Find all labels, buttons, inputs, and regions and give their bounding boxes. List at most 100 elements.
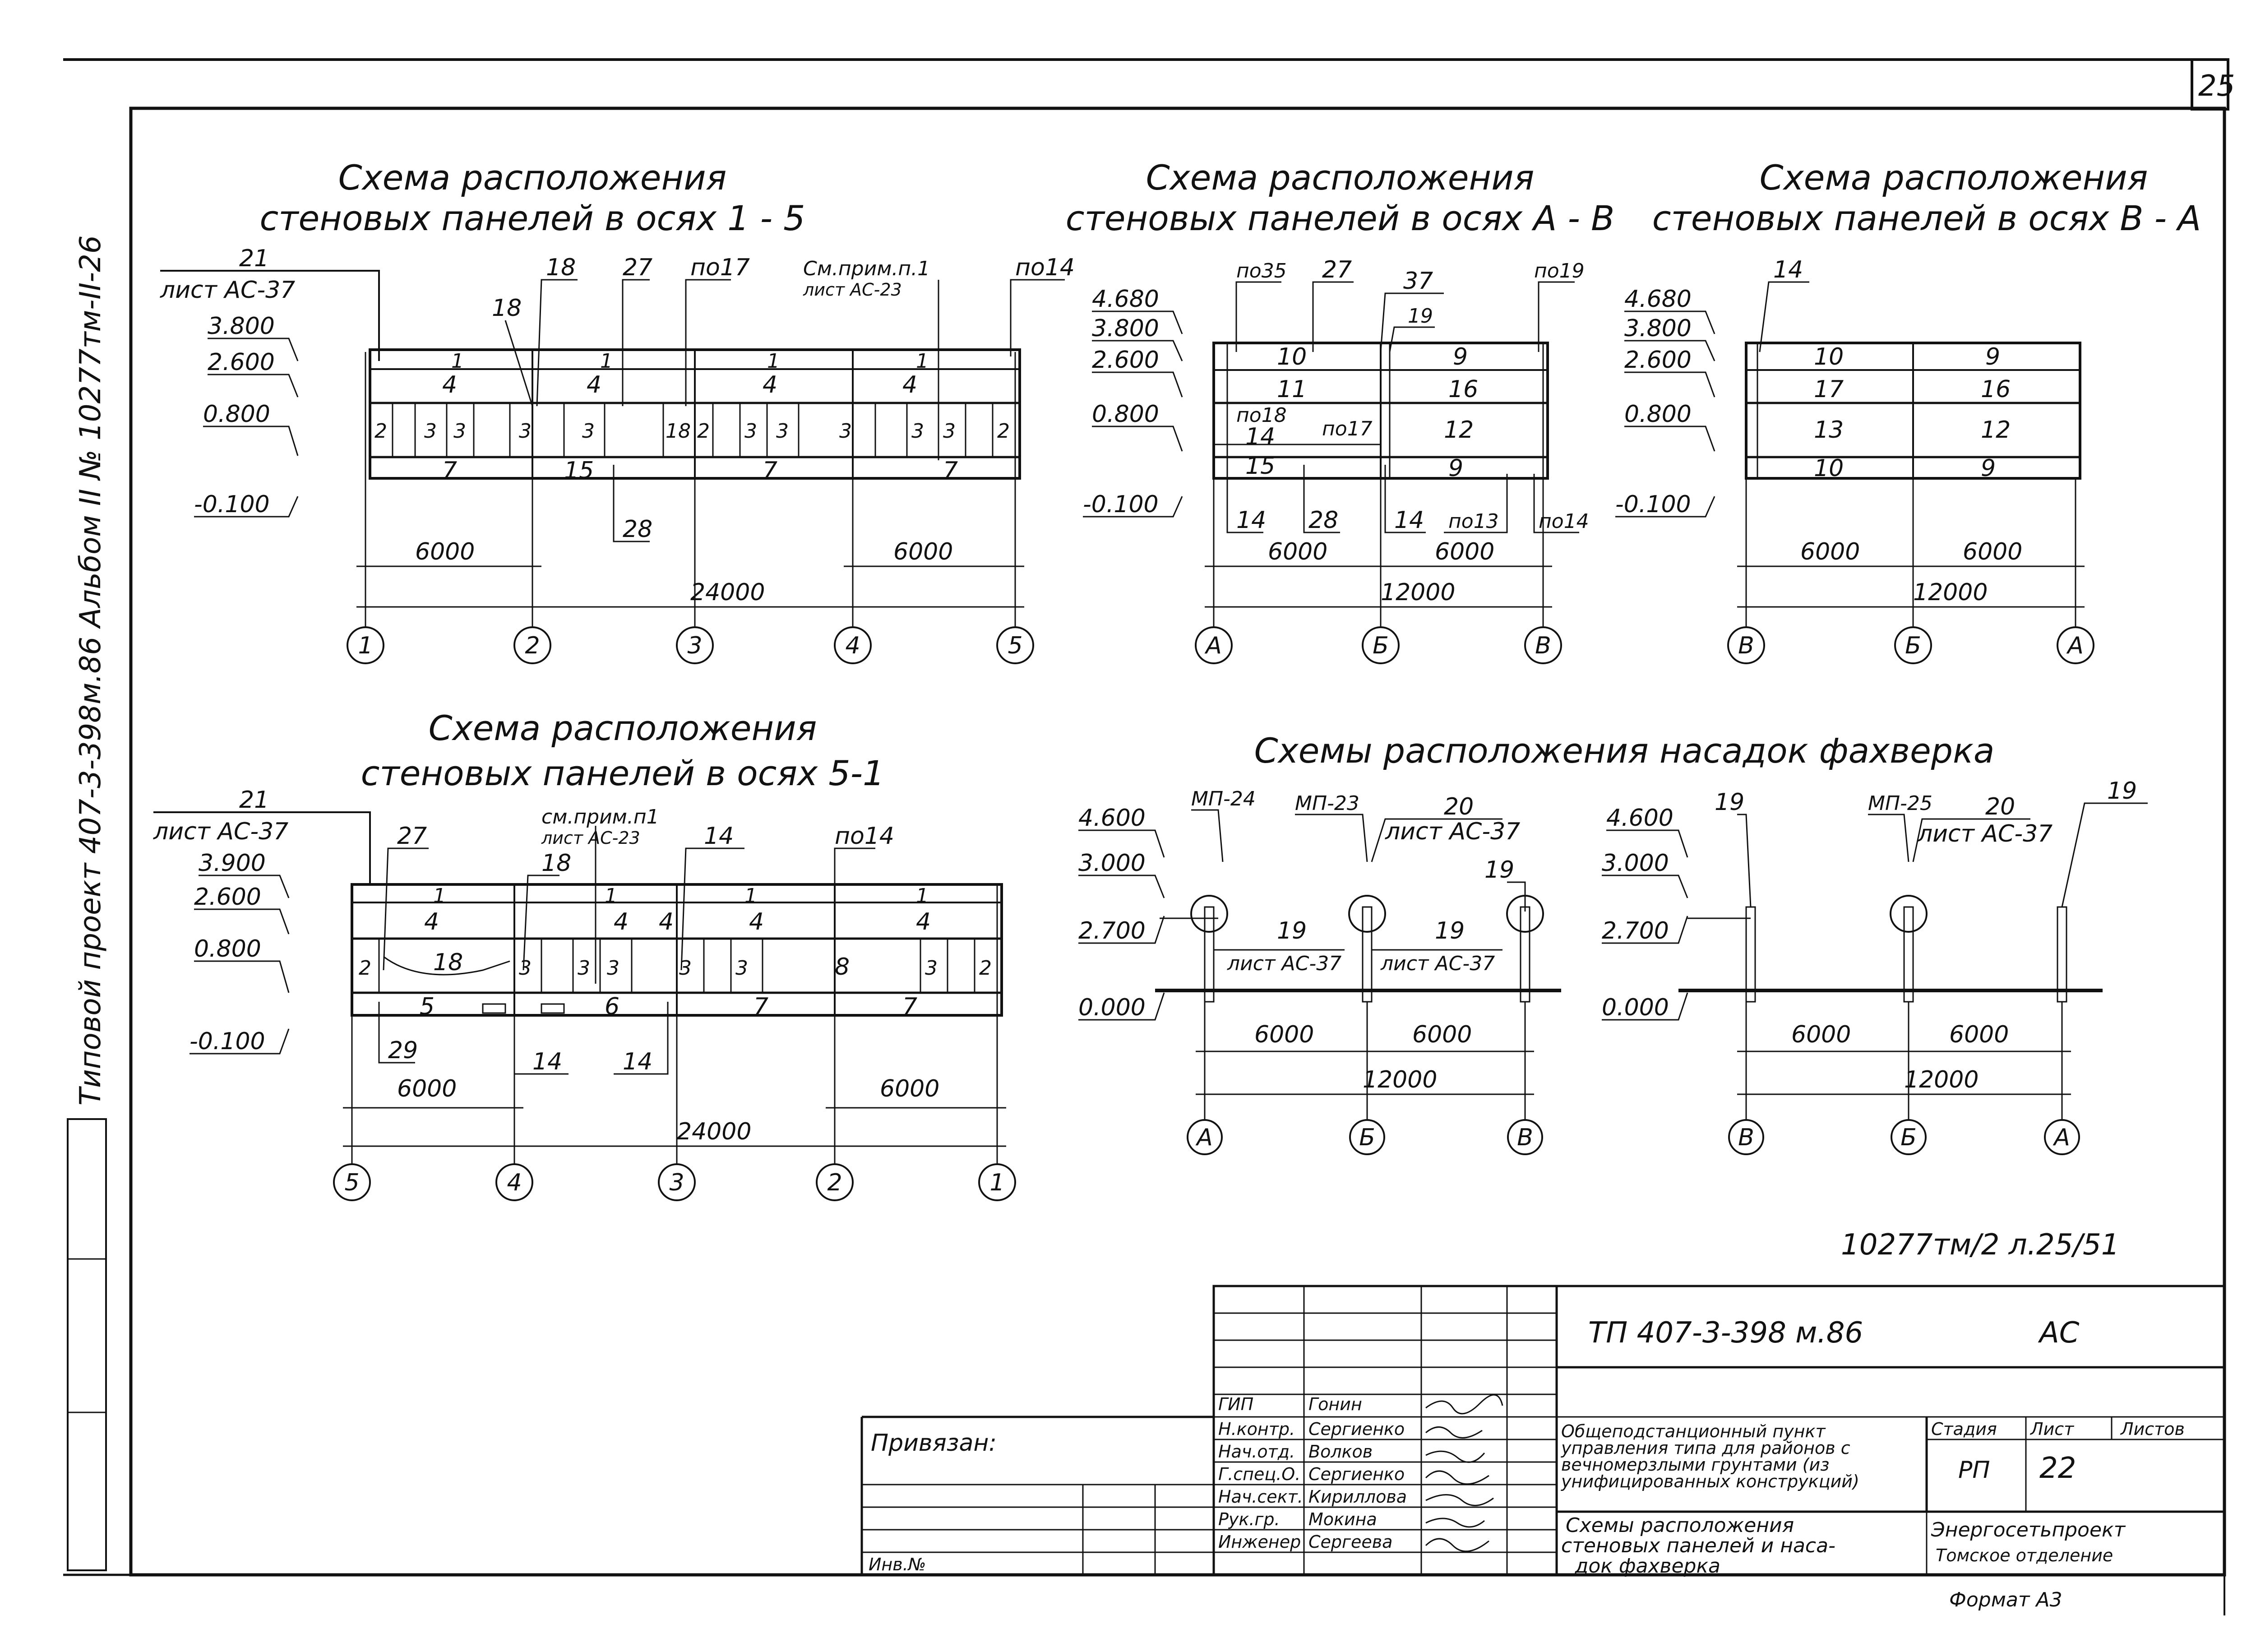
axis-bubble: В xyxy=(1517,1124,1533,1151)
panel-mark: 4 xyxy=(749,908,764,935)
axis-bubble: 5 xyxy=(1008,632,1022,659)
mark: 20 xyxy=(1444,793,1474,820)
stage-header: Стадия xyxy=(1931,1419,1997,1439)
axis-bubble: 2 xyxy=(525,632,540,659)
panel-mark: 7 xyxy=(943,457,958,484)
object-desc-line: унифицированных конструкций) xyxy=(1561,1472,1859,1491)
object-desc-line: вечномерзлыми грунтами (из xyxy=(1561,1455,1829,1475)
dimension: 12000 xyxy=(1913,579,1988,606)
elevation: 3.800 xyxy=(1624,315,1692,342)
mark: 18 xyxy=(546,254,576,281)
dimension: 6000 xyxy=(1412,1021,1472,1048)
elevation: -0.100 xyxy=(1083,491,1159,518)
panel-mark: 4 xyxy=(902,371,917,398)
panel-mark: 3 xyxy=(453,420,466,443)
signatures xyxy=(1425,1394,1503,1552)
elevation: 2.700 xyxy=(1602,917,1669,944)
panel-mark: 1 xyxy=(767,350,780,373)
dimension: 6000 xyxy=(397,1075,457,1102)
axis-bubble: 5 xyxy=(344,1169,359,1196)
panel-mark: 7 xyxy=(442,457,457,484)
name-cell: Кириллова xyxy=(1308,1487,1407,1507)
name-cell: Мокина xyxy=(1308,1509,1377,1529)
mark: 18 xyxy=(492,295,522,322)
elevation: 0.000 xyxy=(1078,994,1146,1021)
scheme-title: Схема расположения xyxy=(1760,157,2148,198)
elevation: 4.600 xyxy=(1606,805,1674,832)
panel-mark: 10 xyxy=(1814,455,1844,482)
sheet-title-line: Схемы расположения xyxy=(1566,1514,1794,1537)
elevation: 3.800 xyxy=(208,313,275,340)
panel-mark: 15 xyxy=(1245,453,1275,480)
mark: 14 xyxy=(1773,256,1803,283)
panel-mark: 5 xyxy=(420,993,435,1020)
mark: по14 xyxy=(835,823,894,850)
mark: 19 xyxy=(2107,777,2137,805)
sheet-header: Лист xyxy=(2029,1419,2075,1439)
dimension: 6000 xyxy=(1791,1021,1851,1048)
dimension: 6000 xyxy=(1254,1021,1314,1048)
panel-mark: 6 xyxy=(605,993,619,1020)
axis-bubble: 1 xyxy=(989,1169,1004,1196)
mark: 14 xyxy=(704,823,734,850)
dimension: 6000 xyxy=(880,1075,939,1102)
dimension: 6000 xyxy=(1435,538,1494,565)
elevation: 2.700 xyxy=(1078,917,1146,944)
dimension: 6000 xyxy=(415,538,475,565)
note-ref: см.прим.п1 xyxy=(541,805,659,828)
panel-mark: 1 xyxy=(451,350,464,373)
panel-mark: 2 xyxy=(697,420,710,443)
sheet-ref: лист АС-37 xyxy=(1917,820,2053,847)
panel-mark: 3 xyxy=(519,957,532,980)
mark: 37 xyxy=(1403,268,1433,295)
panel-mark: 2 xyxy=(374,420,387,443)
mark: МП-23 xyxy=(1295,792,1359,815)
panel-mark: 7 xyxy=(754,993,768,1020)
elevation: 3.000 xyxy=(1602,850,1669,877)
mark: 18 xyxy=(541,850,571,877)
name-cell: Сергиенко xyxy=(1308,1464,1405,1484)
axis-bubble: Б xyxy=(1900,1124,1917,1151)
sheet-ref: лист АС-37 xyxy=(153,818,288,845)
panel-mark: 3 xyxy=(943,420,956,443)
mark: 14 xyxy=(1394,507,1424,534)
dimension: 24000 xyxy=(690,579,765,606)
elevation: 4.600 xyxy=(1078,805,1146,832)
panel-mark: по18 xyxy=(1236,404,1287,427)
dimension: 6000 xyxy=(1268,538,1327,565)
mark: 19 xyxy=(1715,789,1744,816)
name-cell: Волков xyxy=(1308,1442,1373,1462)
axis-bubble: 3 xyxy=(669,1169,684,1196)
sheet-title-line: стеновых панелей и наса- xyxy=(1561,1534,1835,1557)
role-cell: Нач.сект. xyxy=(1218,1487,1303,1507)
scheme-axes-a-v: Схема расположения стеновых панелей в ос… xyxy=(1066,157,1614,664)
mark: по14 xyxy=(1015,254,1075,281)
dimension: 6000 xyxy=(893,538,953,565)
panel-mark: 16 xyxy=(1981,376,2011,403)
scheme-axes-1-5: Схема расположения стеновых панелей в ос… xyxy=(160,157,1075,664)
organization: Энергосетьпроект xyxy=(1931,1518,2126,1541)
panel-mark: 1 xyxy=(916,350,929,373)
panel-mark: 9 xyxy=(1985,343,2000,370)
panel-mark: 4 xyxy=(659,908,674,935)
panel-mark: 14 xyxy=(1245,423,1275,450)
panel-mark: 1 xyxy=(605,884,617,907)
panel-mark: 1 xyxy=(433,884,446,907)
scheme-subtitle: стеновых панелей в осях А - В xyxy=(1066,198,1614,238)
panel-mark: 9 xyxy=(1448,455,1463,482)
mark: 20 xyxy=(1985,793,2015,820)
panel-mark: 4 xyxy=(916,908,931,935)
axis-bubble: 2 xyxy=(827,1169,842,1196)
panel-mark: по17 xyxy=(1322,417,1373,440)
panel-mark: 1 xyxy=(916,884,929,907)
attached-label: Привязан: xyxy=(871,1430,997,1457)
elevation: 2.600 xyxy=(1092,347,1159,374)
scheme-nozzles-half-timber: Схемы расположения насадок фахверка МП-2… xyxy=(1078,731,2148,1155)
mark: 19 xyxy=(1435,917,1465,944)
panel-mark: 8 xyxy=(835,953,850,981)
registration-note: 10277тм/2 л.25/51 xyxy=(1841,1228,2119,1262)
panel-mark: 18 xyxy=(433,949,463,976)
scheme-title: Схема расположения xyxy=(338,157,727,198)
scheme-title: Схемы расположения насадок фахверка xyxy=(1254,731,1995,771)
